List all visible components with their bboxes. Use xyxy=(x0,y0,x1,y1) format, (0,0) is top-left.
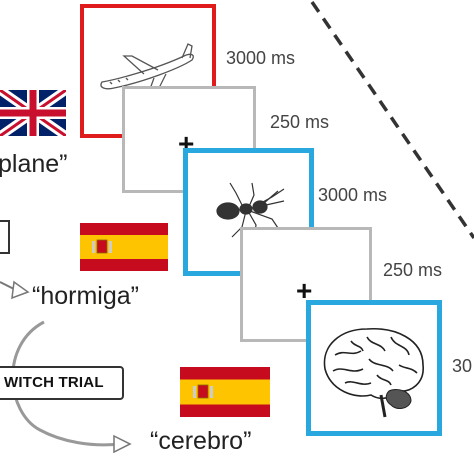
duration-label: 250 ms xyxy=(270,112,330,132)
switch-trial-box xyxy=(0,366,124,400)
partial-box xyxy=(0,220,10,254)
english-word: plane” xyxy=(0,150,68,178)
duration-label: 250 ms xyxy=(383,260,443,280)
uk-flag-icon xyxy=(0,90,66,136)
spanish-word-hormiga: “hormiga” xyxy=(32,282,139,310)
fixation-cross: + xyxy=(296,275,313,306)
duration-label: 30 xyxy=(452,356,473,376)
spain-flag-icon xyxy=(180,367,270,417)
trial-frame-brain xyxy=(306,300,442,436)
duration-label: 3000 ms xyxy=(318,185,388,205)
duration-label: 3000 ms xyxy=(226,48,296,68)
ant-icon xyxy=(216,182,285,240)
spanish-word-cerebro: “cerebro” xyxy=(150,427,252,455)
spain-flag-icon xyxy=(80,223,168,271)
switch-trial-label: WITCH TRIAL xyxy=(4,374,104,391)
brain-icon xyxy=(323,328,424,418)
